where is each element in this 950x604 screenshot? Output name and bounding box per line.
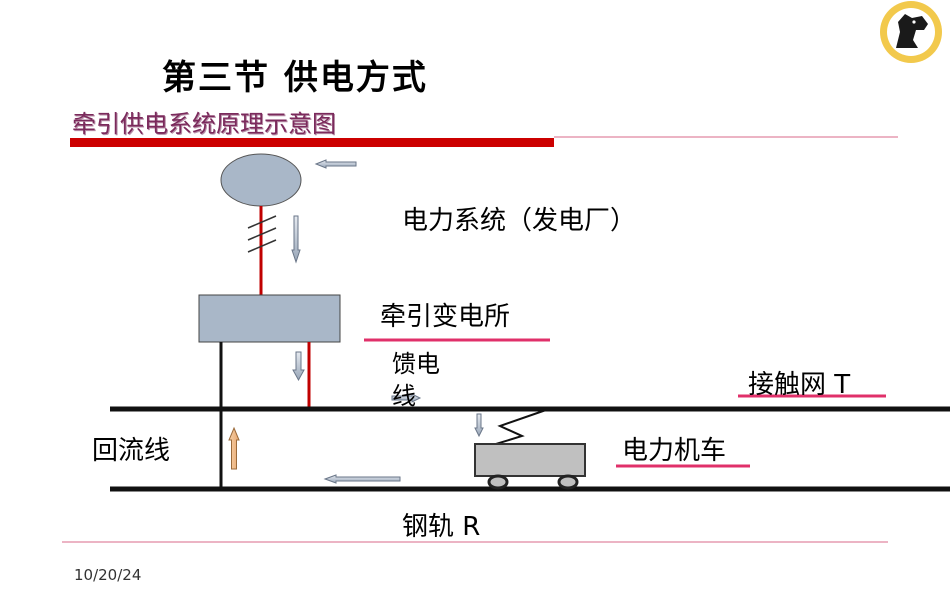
arrow-left-top-icon [314,159,357,169]
diagram-subtitle: 牵引供电系统原理示意图 [72,110,336,138]
label-traction-substation: 牵引变电所 [380,302,511,332]
page-title: 第三节 供电方式 [162,58,428,98]
substation-box [198,294,341,343]
header-red-bar [70,138,554,147]
label-feeder-line-text: 馈电线 [392,350,440,410]
label-return-line: 回流线 [92,436,171,466]
label-power-system: 电力系统（发电厂） [402,206,637,236]
arrow-right-feeder-icon [391,393,422,403]
label-electric-locomotive: 电力机车 [622,436,727,466]
transformer-hatch [247,215,277,253]
label-contact-network: 接触网 T [748,370,851,400]
arrow-down-locomotive-icon [474,413,484,438]
logo-horse-icon [880,1,942,63]
label-rail: 钢轨 R [402,512,481,542]
arrow-up-return-icon [228,426,240,470]
arrow-down-1-icon [291,215,301,264]
arrow-down-2-icon [292,351,305,382]
locomotive [474,409,586,490]
arrow-left-rail-icon [323,474,401,484]
label-feeder-line: 馈电线 [368,348,448,412]
power-plant-ellipse [220,153,302,207]
slide-date: 10/20/24 [74,566,142,584]
